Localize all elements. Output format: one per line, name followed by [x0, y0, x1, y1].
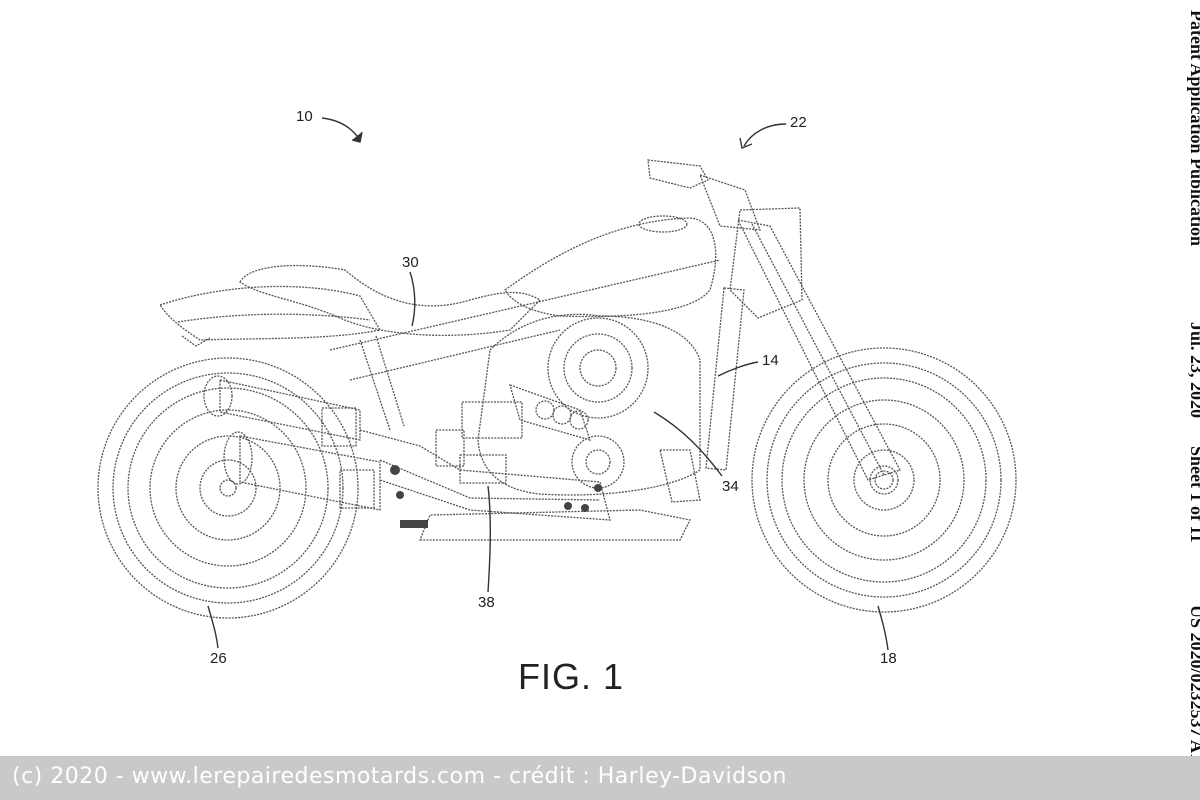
- handlebar: [648, 160, 708, 188]
- label-10: 10: [296, 108, 313, 125]
- label-38: 38: [478, 594, 495, 611]
- arrow-10: [322, 118, 360, 140]
- publication-date: Jul. 23, 2020: [1186, 322, 1200, 418]
- figure-caption: FIG. 1: [518, 656, 624, 698]
- label-30: 30: [402, 254, 419, 271]
- label-18: 18: [880, 650, 897, 667]
- front-forks: [738, 220, 900, 480]
- exhaust: [204, 376, 690, 540]
- patent-sidebar: Patent Application Publication Jul. 23, …: [1183, 0, 1200, 790]
- publication-number: US 2020/0232537 A1: [1186, 605, 1200, 762]
- sheet-number: Sheet 1 of 11: [1186, 446, 1200, 543]
- leader-30: [410, 272, 415, 326]
- credit-text: (c) 2020 - www.lerepairedesmotards.com -…: [12, 764, 787, 789]
- rear-wheel: [98, 358, 358, 618]
- frame-down-tube: [706, 288, 744, 470]
- leader-14: [718, 362, 758, 376]
- engine: [436, 314, 700, 495]
- arrow-22: [744, 124, 786, 146]
- publication-type: Patent Application Publication: [1186, 10, 1200, 246]
- label-26: 26: [210, 650, 227, 667]
- seat: [240, 266, 540, 336]
- leader-26: [208, 606, 218, 648]
- front-wheel: [752, 348, 1016, 612]
- label-34: 34: [722, 478, 739, 495]
- label-22: 22: [790, 114, 807, 131]
- leader-38: [488, 486, 490, 592]
- credit-footer: (c) 2020 - www.lerepairedesmotards.com -…: [0, 756, 1200, 800]
- label-14: 14: [762, 352, 779, 369]
